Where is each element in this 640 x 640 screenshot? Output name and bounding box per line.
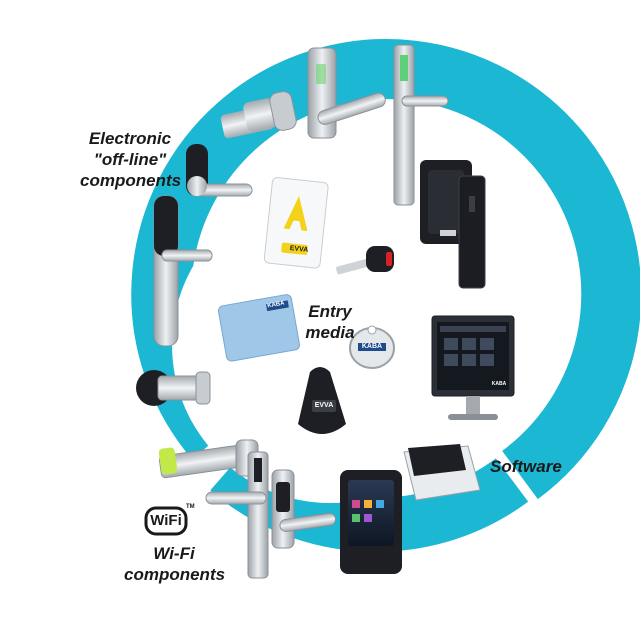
label-electronic-line2: "off-line" (93, 150, 167, 169)
label-wifi-line1: Wi-Fi (153, 544, 195, 563)
wifi-badge-logo: WiFi (150, 512, 182, 529)
lever-handle-top-right (393, 44, 449, 206)
evva-fob-logo: EVVA (314, 402, 334, 409)
label-electronic-line1: Electronic (88, 129, 172, 148)
label-entry-line1: Entry (308, 302, 352, 321)
label-entry-line2: media (305, 323, 355, 342)
e-lever-left-top (186, 144, 253, 197)
evva-fob (298, 367, 346, 434)
slim-reader (458, 175, 486, 289)
label-software: Software (490, 457, 562, 476)
label-wifi-components: Wi-Fi components (124, 543, 226, 585)
evva-key (336, 246, 394, 275)
desk-reader (403, 444, 481, 501)
lever-handle-top (307, 47, 386, 139)
cylinder-lock-top (220, 91, 297, 139)
label-electronic-line3: components (80, 171, 182, 190)
wifi-badge (144, 506, 188, 536)
wifi-escutcheon (271, 469, 337, 549)
software-monitor (431, 315, 515, 420)
label-electronic-offline: Electronic "off-line" components (80, 128, 182, 191)
knob-cylinder-left (136, 370, 211, 406)
wifi-badge-tm: TM (186, 504, 195, 510)
label-entry-media: Entry media (300, 301, 360, 343)
wifi-lever (205, 451, 269, 579)
kaba-tag-logo: KABA (361, 343, 383, 350)
touch-terminal (340, 470, 402, 574)
e-escutcheon-left (153, 195, 213, 347)
inner-disc (172, 187, 488, 503)
kaba-monitor-logo: KABA (491, 381, 507, 387)
label-wifi-line2: components (124, 565, 226, 584)
kaba-card (217, 294, 300, 362)
kaba-tag (349, 325, 395, 369)
evva-card (263, 177, 329, 269)
